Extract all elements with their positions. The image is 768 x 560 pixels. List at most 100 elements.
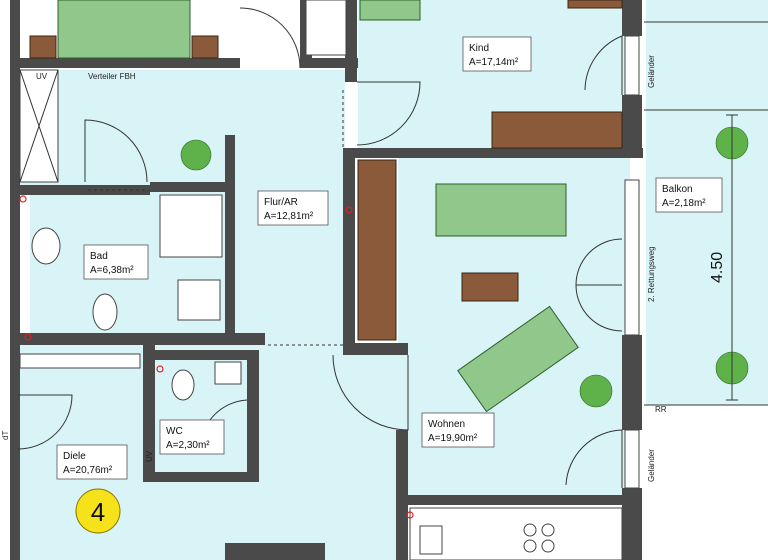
bad-washer: [177, 279, 221, 321]
room-name: Flur/AR: [264, 197, 298, 208]
room-label-balkon: Balkon A=2,18m²: [655, 177, 723, 213]
shower: [159, 194, 223, 258]
rr-label: RR: [655, 405, 667, 414]
window-wohnen-lower: [624, 429, 640, 489]
sofa-top: [435, 183, 567, 237]
room-label-wc: WC A=2,30m²: [159, 419, 225, 455]
wall-kitchen-top: [396, 495, 642, 505]
door-swing-wohnen-balcony: [575, 238, 623, 286]
marker-dot: [406, 511, 414, 519]
room-name: Wohnen: [428, 419, 465, 430]
wall-top-corridor: [20, 58, 240, 68]
door-swing-wohnen-balcony-2: [575, 284, 623, 332]
room-area: A=17,14m²: [469, 57, 519, 68]
wall-wc-right: [247, 350, 259, 480]
stove-burner: [523, 523, 537, 537]
stove-burner: [523, 539, 537, 553]
stove-burner: [541, 539, 555, 553]
wall-top-corridor-right: [300, 58, 358, 68]
windows: [305, 0, 640, 489]
room-name: WC: [166, 426, 183, 437]
sofa-angled: [457, 305, 579, 413]
wall-kind-right: [622, 0, 642, 36]
room-area: A=12,81m²: [264, 211, 314, 222]
window-wohnen-upper: [624, 179, 640, 336]
balcony-dimension: [644, 21, 768, 406]
wall-kind-right-lower: [622, 95, 642, 158]
uv-label: UV: [36, 72, 48, 81]
kitchen-sink: [419, 525, 443, 555]
bad-sink: [31, 227, 61, 265]
wall-kind-bottom: [343, 148, 643, 158]
top-right-floor: [646, 0, 768, 110]
wall-bad-top: [20, 185, 150, 195]
marker-dot: [345, 206, 353, 214]
room-label-diele: Diele A=20,76m²: [56, 444, 128, 480]
room-area: A=20,76m²: [63, 465, 113, 476]
room-area: A=2,18m²: [662, 198, 706, 209]
uv-wc-label: UV: [145, 450, 154, 462]
door-swing-wohnen-lower: [565, 429, 623, 488]
wall-bad-right: [225, 135, 235, 345]
wall-bad-top-right: [150, 182, 235, 192]
wc-toilet: [171, 369, 195, 401]
unit-marker-circle: [75, 488, 121, 534]
rettungsweg-label: 2. Rettungsweg: [647, 246, 656, 302]
wall-wohnen-right: [622, 335, 642, 430]
wall-kind-left: [345, 0, 357, 82]
wall-bad-bottom: [20, 333, 265, 345]
wall-wc-left: [143, 345, 155, 480]
room-name: Kind: [469, 43, 489, 54]
door-swing-wohnen: [332, 354, 409, 431]
bad-toilet: [92, 293, 118, 331]
unit-marker: 4: [75, 488, 121, 534]
door-swing-kind-balcony: [584, 35, 623, 95]
wall-wc-bottom: [143, 472, 259, 482]
verteiler-label: Verteiler FBH: [88, 72, 136, 81]
entry-wardrobe: [19, 353, 141, 369]
outlet-markers: [19, 195, 414, 519]
kitchen-counter: [409, 507, 623, 560]
room-label-wohnen: Wohnen A=19,90m²: [421, 412, 495, 448]
bed: [57, 0, 191, 59]
wall-wc-top: [155, 350, 255, 360]
marker-dot: [19, 195, 27, 203]
room-area: A=6,38m²: [90, 265, 134, 276]
room-name: Balkon: [662, 184, 693, 195]
wall-bottom-stub: [225, 543, 325, 560]
room-label-bad: Bad A=6,38m²: [83, 244, 149, 280]
gelaender-top-label: Geländer: [647, 55, 656, 88]
wardrobe-kind: [491, 111, 623, 149]
room-area: A=19,90m²: [428, 433, 478, 444]
wardrobes: [19, 69, 623, 341]
room-label-kind: Kind A=17,14m²: [462, 36, 532, 72]
wall-wohnen-right-bottom: [622, 488, 642, 560]
wardrobe-wohnen: [357, 159, 397, 341]
balkon-floor: [646, 110, 768, 405]
unit-marker-number: 4: [91, 497, 105, 527]
window-kind: [624, 35, 640, 96]
dt-label: dT: [1, 431, 10, 440]
marker-dot: [24, 333, 32, 341]
dimension-label: 4.50: [709, 252, 726, 283]
plant-icon: [180, 139, 212, 171]
door-swing-entry: [17, 394, 73, 450]
room-name: Diele: [63, 451, 86, 462]
door-swing-bedroom: [239, 7, 301, 69]
marker-dot: [156, 365, 164, 373]
door-swing-bad: [84, 119, 148, 183]
plant-icon: [579, 374, 613, 408]
kind-furniture: [359, 0, 421, 21]
nightstand-right: [191, 35, 219, 59]
wall-flur-right: [343, 148, 355, 353]
stove-burner: [541, 523, 555, 537]
wall-wohnen-left-lower: [343, 343, 408, 355]
coffee-table: [461, 272, 519, 302]
window-bedroom-top: [305, 0, 347, 56]
room-name: Bad: [90, 251, 108, 262]
wc-sink: [214, 361, 242, 385]
walls: [10, 0, 643, 560]
flur-floor: [235, 135, 343, 345]
room-area: A=2,30m²: [166, 440, 210, 451]
